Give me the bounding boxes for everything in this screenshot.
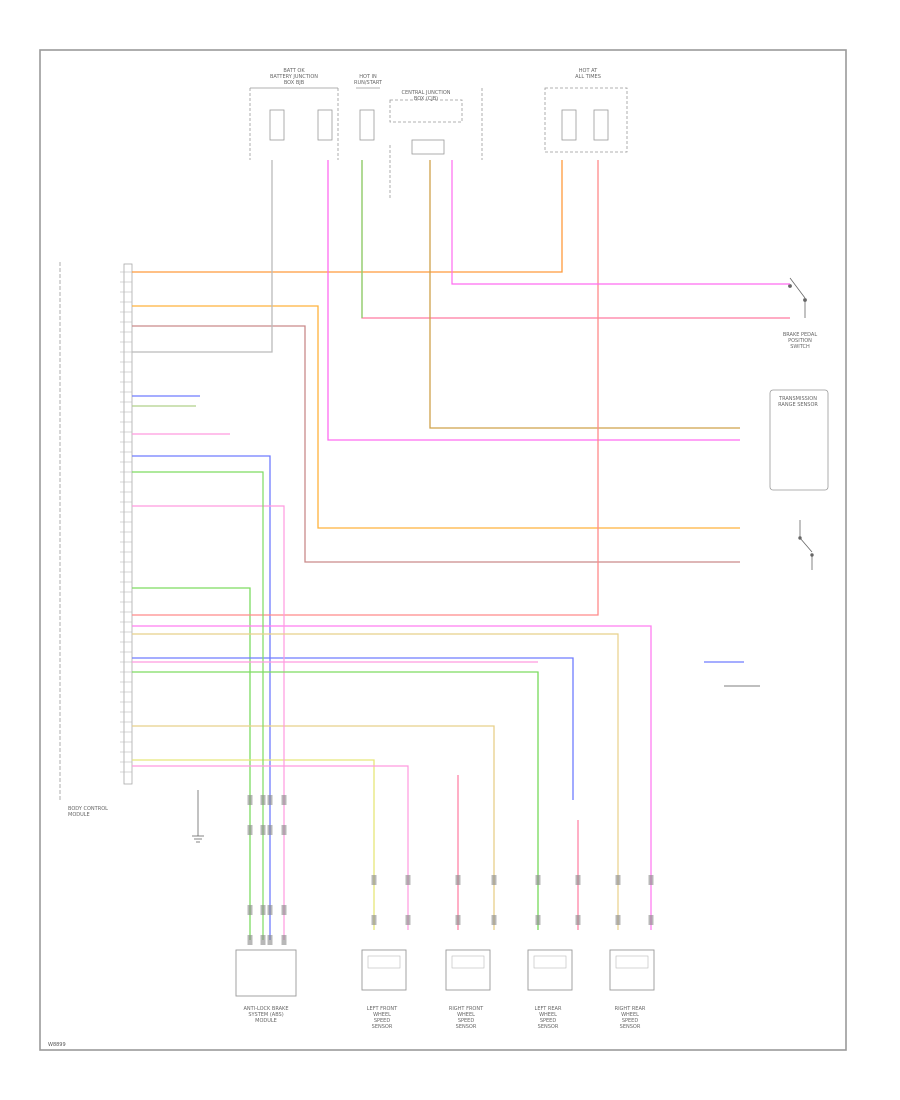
connector-marker xyxy=(615,875,621,885)
connector-marker xyxy=(281,935,287,945)
brake-switch xyxy=(788,277,807,318)
wire-blue xyxy=(132,455,574,940)
central-junction-box xyxy=(389,99,463,200)
footer-code: W8899 xyxy=(48,1042,66,1048)
connector-marker xyxy=(405,915,411,925)
connector-marker xyxy=(371,875,377,885)
wheel-speed-sensor-4 xyxy=(609,949,655,991)
wire-violet xyxy=(132,625,652,930)
fuse-block-right xyxy=(481,87,628,160)
right-switch xyxy=(798,520,814,570)
connector-marker xyxy=(535,875,541,885)
wire-green xyxy=(132,587,251,940)
wire-segment xyxy=(132,471,264,940)
connector-marker xyxy=(575,875,581,885)
right-module-box xyxy=(769,389,829,491)
wire-orange-yellow xyxy=(132,305,740,529)
wire-segment xyxy=(132,671,539,930)
connector-marker xyxy=(281,795,287,805)
wheel-speed-sensor-1 xyxy=(361,949,407,991)
connector-marker xyxy=(648,915,654,925)
connector-marker xyxy=(405,875,411,885)
wires xyxy=(132,160,790,940)
wheel-speed-sensor-2 xyxy=(445,949,491,991)
abs-module xyxy=(235,949,297,997)
connector-marker xyxy=(247,795,253,805)
connector-marker xyxy=(575,915,581,925)
diagram-frame xyxy=(39,49,847,1051)
connector-marker xyxy=(455,915,461,925)
connector-marker xyxy=(260,905,266,915)
connector-marker xyxy=(267,795,273,805)
wire-orange-violet xyxy=(132,325,740,563)
connector-marker xyxy=(260,935,266,945)
wire-yellow xyxy=(132,759,375,930)
connector-marker xyxy=(615,915,621,925)
connector-marker xyxy=(648,875,654,885)
wheel-speed-sensor-3 xyxy=(527,949,573,991)
connector-marker xyxy=(247,905,253,915)
wire-red xyxy=(132,160,599,616)
wire-gray xyxy=(132,160,273,353)
connector-marker xyxy=(247,825,253,835)
wire-pink-red-1 xyxy=(361,160,790,319)
wire-segment xyxy=(132,505,285,940)
connector-marker xyxy=(260,825,266,835)
wire-magenta xyxy=(327,160,740,441)
wire-orange-batt xyxy=(132,160,563,273)
ground-icon xyxy=(192,790,204,843)
wheel-speed-sensors xyxy=(361,949,655,991)
fuse-block-left xyxy=(249,87,339,160)
connector-marker xyxy=(267,825,273,835)
connector-marker xyxy=(455,875,461,885)
fuse-block-mid xyxy=(356,87,380,141)
connector-marker xyxy=(491,915,497,925)
wire-segment xyxy=(451,160,790,285)
connector-marker xyxy=(260,795,266,805)
wire-olive xyxy=(429,160,740,429)
connector-marker xyxy=(247,935,253,945)
splices xyxy=(247,795,654,945)
connector-marker xyxy=(281,905,287,915)
connector-marker xyxy=(535,915,541,925)
wire-segment xyxy=(132,633,619,930)
connector-marker xyxy=(281,825,287,835)
connector-marker xyxy=(267,935,273,945)
connector-marker xyxy=(267,905,273,915)
wire-tan xyxy=(132,725,495,930)
connector-marker xyxy=(371,915,377,925)
connector-marker xyxy=(491,875,497,885)
left-module-connector xyxy=(59,262,133,800)
